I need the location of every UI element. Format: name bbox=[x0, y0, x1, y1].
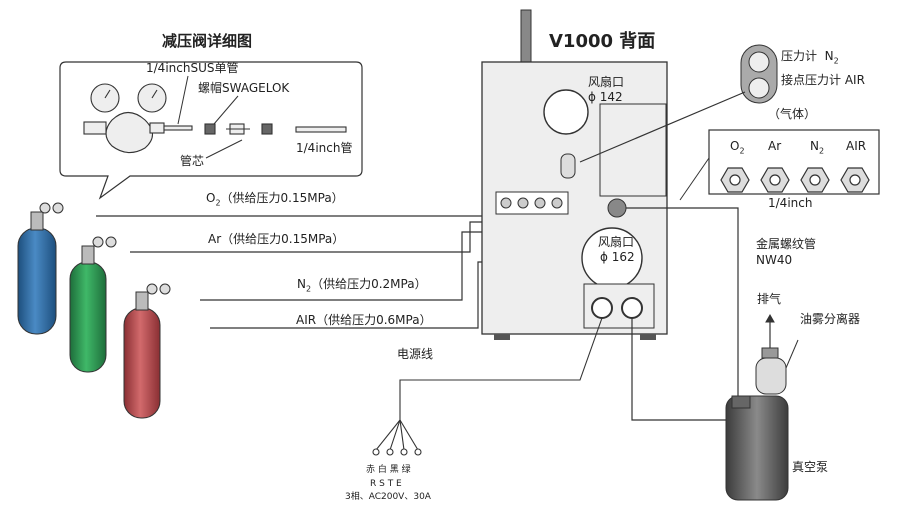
port-label-n2: N2 bbox=[810, 140, 824, 155]
gauge-callout bbox=[579, 44, 778, 163]
pipe-label: 1/4inchSUS单管 bbox=[146, 61, 239, 75]
port-label-n2-main: N bbox=[810, 139, 819, 153]
gauge-line-2: 接点压力计 AIR bbox=[781, 73, 865, 87]
port-label-air: AIR bbox=[846, 140, 866, 152]
hose-label: 金属螺纹管 bbox=[756, 237, 817, 251]
port-label-o2: O2 bbox=[730, 140, 745, 155]
supply-lines bbox=[96, 206, 549, 329]
gauge-line-1-gas: N bbox=[824, 49, 834, 63]
fan-top-size: ϕ 142 bbox=[588, 90, 623, 104]
gauge-line-3: （气体） bbox=[768, 107, 817, 121]
power-phases: R S T E bbox=[370, 479, 402, 489]
supply-text-air: （供给压力0.6MPa） bbox=[316, 313, 432, 327]
hose-size: NW40 bbox=[756, 253, 793, 267]
fan-top-label: 风扇口 bbox=[588, 75, 625, 89]
machine-title: V1000 背面 bbox=[549, 31, 656, 52]
pump-label: 真空泵 bbox=[792, 460, 829, 474]
supply-label-n2: N2（供给压力0.2MPa） bbox=[297, 278, 427, 293]
port-label-ar-main: Ar bbox=[768, 139, 782, 153]
gauge-line-1: 压力计 N2 bbox=[781, 50, 839, 65]
vacuum-pump bbox=[725, 395, 789, 501]
supply-text-n2: （供给压力0.2MPa） bbox=[311, 277, 427, 291]
gas-cylinder-o2 bbox=[17, 202, 64, 335]
mist-separator bbox=[755, 313, 799, 395]
nut-label: 螺帽SWAGELOK bbox=[198, 81, 290, 95]
tube-label: 1/4inch管 bbox=[296, 141, 353, 155]
gauge-line-1-text: 压力计 bbox=[781, 49, 818, 63]
supply-gas-air: AIR bbox=[296, 313, 317, 327]
port-label-air-main: AIR bbox=[846, 139, 867, 153]
port-label-n2-sub: 2 bbox=[818, 146, 825, 156]
power-spec: 3相、AC200V、30A bbox=[345, 492, 431, 502]
gas-cylinder-n2 bbox=[123, 283, 171, 419]
fan-mid-size: ϕ 162 bbox=[600, 250, 635, 264]
supply-label-air: AIR（供给压力0.6MPa） bbox=[296, 314, 432, 326]
machine-body bbox=[481, 9, 668, 340]
supply-text-o2: （供给压力0.15MPa） bbox=[220, 191, 344, 205]
exhaust-label: 排气 bbox=[757, 292, 782, 306]
supply-label-o2: O2（供给压力0.15MPa） bbox=[206, 192, 344, 207]
supply-gas-o2: O bbox=[206, 191, 216, 205]
supply-gas-o2-sub: 2 bbox=[215, 198, 221, 208]
separator-label: 油雾分离器 bbox=[800, 312, 861, 326]
port-size: 1/4inch bbox=[768, 196, 813, 210]
detail-leader-lines bbox=[177, 75, 243, 159]
supply-gas-n2-sub: 2 bbox=[305, 284, 312, 294]
port-label-ar: Ar bbox=[768, 140, 781, 152]
core-label: 管芯 bbox=[180, 154, 205, 168]
ports-panel bbox=[679, 129, 880, 201]
supply-label-ar: Ar（供给压力0.15MPa） bbox=[208, 233, 344, 245]
supply-text-ar: （供给压力0.15MPa） bbox=[221, 232, 345, 246]
regulator-drawing bbox=[83, 83, 347, 154]
power-wire-colors: 赤 白 黑 绿 bbox=[366, 465, 411, 475]
power-cable-label: 电源线 bbox=[397, 347, 434, 361]
supply-gas-ar: Ar bbox=[208, 232, 222, 246]
gauge-line-1-gas-sub: 2 bbox=[833, 56, 839, 66]
regulator-detail-title: 减压阀详细图 bbox=[162, 32, 253, 50]
supply-gas-n2: N bbox=[297, 277, 306, 291]
vacuum-lines bbox=[626, 207, 739, 421]
port-label-o2-sub: 2 bbox=[739, 146, 745, 156]
port-label-o2-main: O bbox=[730, 139, 740, 153]
power-cable bbox=[372, 317, 603, 456]
fan-mid-label: 风扇口 bbox=[598, 235, 635, 249]
gas-cylinder-ar bbox=[69, 236, 117, 373]
